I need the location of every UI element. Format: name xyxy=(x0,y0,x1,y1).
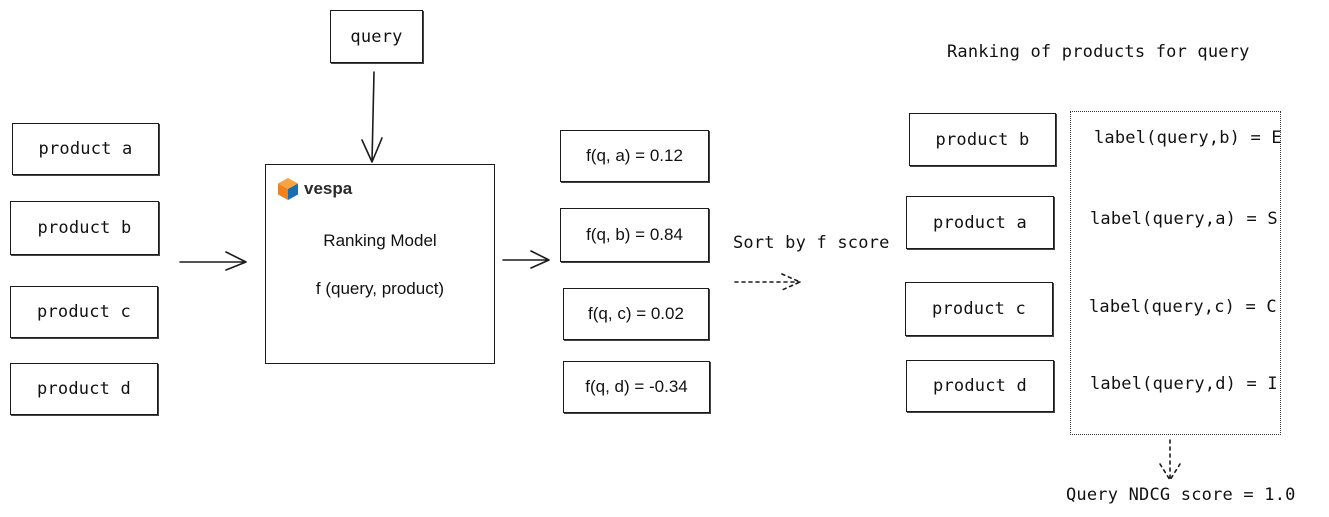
ranked-product-box: product b xyxy=(909,113,1056,166)
query-label: query xyxy=(350,26,403,47)
ranked-product-label: product b xyxy=(935,129,1030,150)
score-box: f(q, b) = 0.84 xyxy=(560,208,709,262)
ranked-product-label: product a xyxy=(933,212,1027,233)
input-product-label: product c xyxy=(37,302,131,322)
relevance-label: label(query,d) = I xyxy=(1090,374,1278,394)
products-to-model-arrow xyxy=(179,251,247,271)
input-product-label: product d xyxy=(37,379,131,399)
ranked-product-box: product d xyxy=(906,360,1054,412)
input-product-label: product b xyxy=(37,218,132,238)
vespa-logo-text: vespa xyxy=(304,179,353,198)
ndcg-arrow xyxy=(1159,439,1181,481)
query-box: query xyxy=(330,10,423,63)
score-label: f(q, a) = 0.12 xyxy=(586,146,683,165)
score-box: f(q, a) = 0.12 xyxy=(560,130,709,182)
score-label: f(q, c) = 0.02 xyxy=(588,304,684,323)
score-label: f(q, b) = 0.84 xyxy=(586,225,683,244)
cube-right xyxy=(288,183,298,200)
relevance-label: label(query,b) = E xyxy=(1094,128,1282,148)
input-product-label: product a xyxy=(38,139,133,159)
ndcg-score-label: Query NDCG score = 1.0 xyxy=(1066,485,1296,505)
cube-left xyxy=(278,183,288,200)
query-to-model-arrow xyxy=(361,71,383,163)
model-to-scores-arrow xyxy=(502,250,550,269)
ranking-title: Ranking of products for query xyxy=(947,42,1250,62)
ranked-product-label: product c xyxy=(932,299,1026,319)
relevance-label: label(query,a) = S xyxy=(1090,209,1278,229)
ranked-product-box: product a xyxy=(906,196,1054,249)
input-product-box: product d xyxy=(10,363,158,415)
input-product-box: product b xyxy=(10,201,159,255)
relevance-label: label(query,c) = C xyxy=(1089,297,1277,317)
sort-arrow xyxy=(734,273,801,291)
model-title: Ranking Model xyxy=(323,231,437,250)
score-box: f(q, c) = 0.02 xyxy=(563,288,709,340)
score-label: f(q, d) = -0.34 xyxy=(585,377,688,396)
input-product-box: product a xyxy=(12,123,159,175)
relevance-labels-group xyxy=(1070,111,1281,435)
sort-label: Sort by f score xyxy=(733,233,890,253)
vespa-logo: vespa xyxy=(277,177,352,201)
ranking-model-box: vespa Ranking Model f (query, product) xyxy=(265,164,495,364)
ranked-product-box: product c xyxy=(905,282,1053,336)
vespa-cube-icon xyxy=(278,178,298,200)
input-product-box: product c xyxy=(10,286,158,338)
score-box: f(q, d) = -0.34 xyxy=(563,361,710,413)
model-function: f (query, product) xyxy=(315,279,445,298)
ranked-product-label: product d xyxy=(933,376,1027,396)
